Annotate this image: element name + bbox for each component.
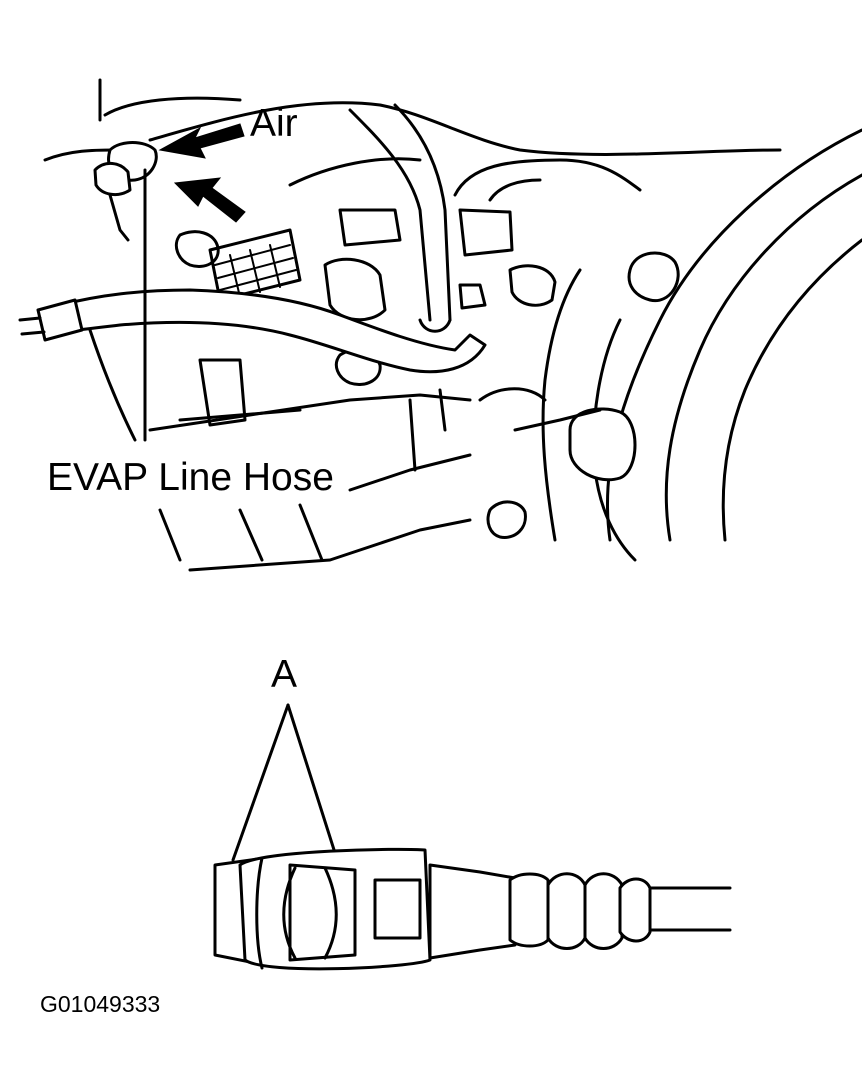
air-arrow-lower bbox=[173, 177, 246, 223]
engine-bay-drawing bbox=[18, 78, 862, 572]
figure-code: G01049333 bbox=[40, 991, 161, 1017]
part-a-label: A bbox=[271, 653, 298, 696]
connector-detail-drawing bbox=[213, 703, 732, 971]
evap-line-hose-label: EVAP Line Hose bbox=[47, 456, 334, 499]
part-a-leader-right bbox=[286, 703, 344, 877]
part-a-leader-left bbox=[231, 703, 290, 862]
air-arrow-upper bbox=[158, 123, 245, 159]
air-label: Air bbox=[250, 102, 298, 145]
